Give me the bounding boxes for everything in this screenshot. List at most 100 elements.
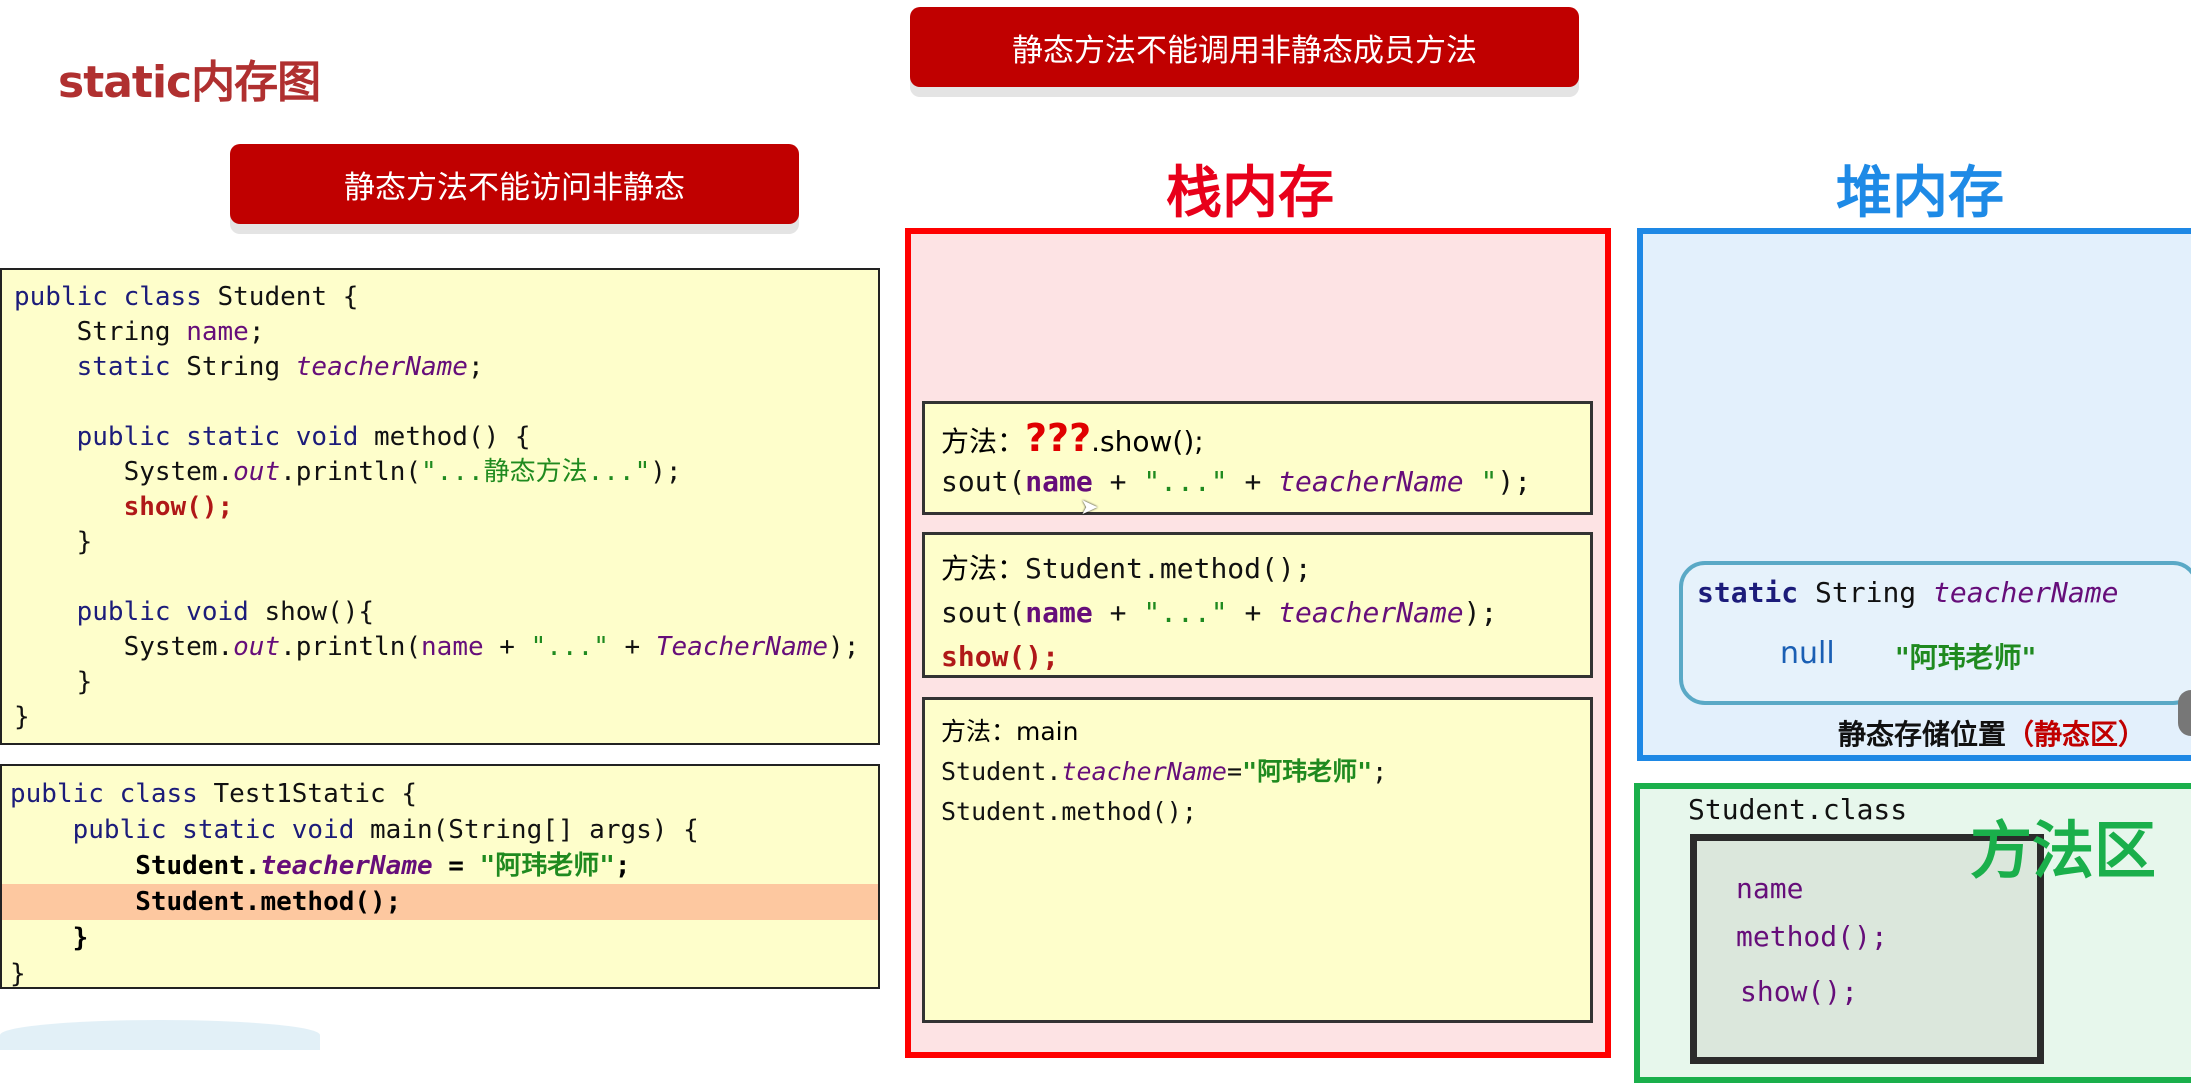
code-token: } bbox=[14, 667, 93, 697]
code-token: sout( bbox=[941, 465, 1026, 498]
code-token: teacherName bbox=[260, 851, 433, 881]
static-old-value: null bbox=[1780, 636, 1835, 671]
code-line: System.out.println(name + "..." + Teache… bbox=[2, 630, 878, 665]
code-token: .println( bbox=[280, 632, 422, 662]
code-token: "...静态方法..." bbox=[421, 457, 651, 487]
code-token: String bbox=[186, 352, 296, 382]
code-token: Test1Static { bbox=[213, 779, 418, 809]
code-token: 方法： bbox=[941, 552, 1026, 585]
code-line: static String teacherName; bbox=[2, 350, 878, 385]
member-show: show(); bbox=[1740, 975, 1859, 1008]
code-token: ); bbox=[650, 457, 682, 487]
method-area-label: 方法区 bbox=[1970, 814, 2157, 887]
code-line: public class Test1Static { bbox=[2, 776, 878, 812]
code-token: teacherName bbox=[295, 352, 468, 382]
code-token: .println( bbox=[280, 457, 422, 487]
code-token: .show(); bbox=[1091, 425, 1204, 458]
stack-frame-show: 方法：???.show();sout(name + "..." + teache… bbox=[922, 401, 1593, 515]
scroll-handle[interactable] bbox=[2178, 690, 2191, 736]
code-token: "阿玮老师" bbox=[479, 851, 615, 881]
member-method: method(); bbox=[1736, 920, 1888, 953]
code-line: public static void method() { bbox=[2, 420, 878, 455]
code-line: } bbox=[2, 700, 878, 735]
student-class-code: public class Student { String name; stat… bbox=[0, 268, 880, 745]
code-token: Student { bbox=[217, 282, 359, 312]
code-line: } bbox=[2, 525, 878, 560]
code-token: static bbox=[14, 352, 187, 382]
static-keyword: static bbox=[1697, 576, 1799, 609]
code-token: ; bbox=[1372, 757, 1388, 786]
code-token: String bbox=[14, 317, 187, 347]
static-field-declaration: static String teacherName bbox=[1697, 576, 2118, 609]
code-token: show(); bbox=[941, 640, 1060, 673]
code-line: Student.teacherName = "阿玮老师"; bbox=[2, 848, 878, 884]
code-token: public void bbox=[14, 597, 265, 627]
code-token: ); bbox=[828, 632, 860, 662]
code-token: "..." bbox=[530, 632, 609, 662]
code-token: teacherName bbox=[1278, 465, 1464, 498]
code-token: show(); bbox=[14, 492, 234, 522]
code-token: + bbox=[1092, 465, 1144, 498]
code-token: = bbox=[432, 851, 480, 881]
code-line: public static void main(String[] args) { bbox=[2, 812, 878, 848]
code-token: "..." bbox=[1143, 596, 1228, 629]
code-token: ; bbox=[248, 317, 265, 347]
code-line: sout(name + "..." + teacherName "); bbox=[941, 460, 1590, 504]
code-token: public static void bbox=[14, 422, 375, 452]
code-token: 方法： bbox=[941, 425, 1026, 458]
code-token: = bbox=[1227, 757, 1243, 786]
stack-frame-method: 方法：Student.method();sout(name + "..." + … bbox=[922, 532, 1593, 678]
code-line: 方法：Student.method(); bbox=[941, 547, 1590, 591]
code-token: } bbox=[10, 959, 26, 989]
code-token: out bbox=[233, 632, 281, 662]
code-line: Student.method(); bbox=[941, 792, 1590, 832]
code-token: name bbox=[186, 317, 249, 347]
code-token: ??? bbox=[1025, 416, 1092, 460]
code-line bbox=[2, 560, 878, 595]
code-line: Student.teacherName="阿玮老师"; bbox=[941, 752, 1590, 792]
heap-memory-label: 堆内存 bbox=[1836, 161, 2004, 226]
code-line: show(); bbox=[941, 635, 1590, 679]
static-field-name: teacherName bbox=[1933, 576, 2119, 609]
code-token: name bbox=[1025, 465, 1093, 498]
code-line: } bbox=[2, 920, 878, 956]
code-token: out bbox=[233, 457, 281, 487]
code-line: } bbox=[2, 665, 878, 700]
code-line bbox=[2, 385, 878, 420]
code-token: " bbox=[1463, 465, 1498, 498]
code-line: public void show(){ bbox=[2, 595, 878, 630]
code-token: } bbox=[14, 527, 93, 557]
code-token: public static void bbox=[10, 815, 371, 845]
code-token: ); bbox=[1497, 465, 1532, 498]
static-type: String bbox=[1815, 576, 1917, 609]
code-token: System. bbox=[14, 632, 234, 662]
code-line: public class Student { bbox=[2, 280, 878, 315]
code-line: String name; bbox=[2, 315, 878, 350]
code-token: public class bbox=[10, 779, 214, 809]
code-line: 方法：main bbox=[941, 712, 1590, 752]
static-area-box bbox=[1679, 561, 2191, 705]
code-line: Student.method(); bbox=[2, 884, 878, 920]
code-token: sout( bbox=[941, 596, 1026, 629]
code-token: ; bbox=[614, 851, 631, 881]
code-token: "阿玮老师" bbox=[1242, 757, 1373, 786]
code-token: 方法：main bbox=[941, 717, 1079, 746]
banner-static-cannot-access-nonstatic: 静态方法不能访问非静态 bbox=[230, 144, 799, 224]
code-token: method() { bbox=[374, 422, 531, 452]
code-token: ); bbox=[1463, 596, 1498, 629]
code-token: show(){ bbox=[264, 597, 375, 627]
code-line: } bbox=[2, 956, 878, 992]
caption-text: 静态存储位置 bbox=[1838, 718, 2007, 751]
code-token: Student.method(); bbox=[10, 887, 402, 917]
code-token: } bbox=[14, 702, 30, 732]
slide-title: static内存图 bbox=[58, 57, 321, 108]
code-token: main(String[] args) { bbox=[370, 815, 699, 845]
code-token: teacherName bbox=[1278, 596, 1464, 629]
code-line: show(); bbox=[2, 490, 878, 525]
caption-highlight: （静态区） bbox=[2006, 718, 2147, 751]
test-class-code: public class Test1Static { public static… bbox=[0, 764, 880, 989]
stack-memory-label: 栈内存 bbox=[1166, 161, 1334, 226]
code-line: System.out.println("...静态方法..."); bbox=[2, 455, 878, 490]
code-token: name bbox=[421, 632, 484, 662]
